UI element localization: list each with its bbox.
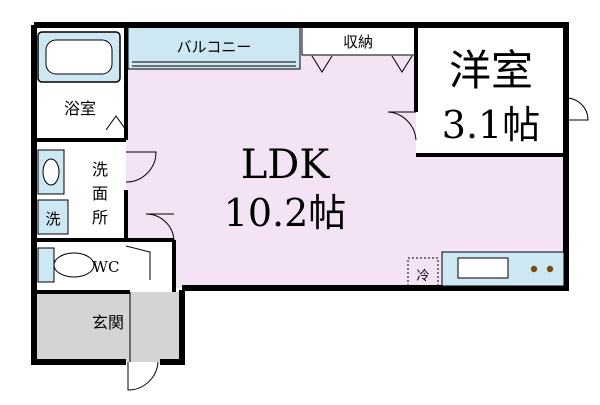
- western-room-floor: [416, 25, 566, 155]
- washroom-label-char: 面: [92, 184, 108, 203]
- ldk-name: LDK: [241, 142, 331, 188]
- washroom-door: [125, 151, 157, 183]
- storage-area: [301, 26, 417, 56]
- interior-walls: [34, 25, 176, 294]
- wc-label: WC: [93, 258, 120, 276]
- washer-label: 洗: [45, 210, 60, 228]
- entrance-door: [127, 361, 159, 391]
- storage-label: 収納: [343, 33, 373, 51]
- western-room-walls: [414, 25, 566, 157]
- wc-to-ldk-door: [145, 213, 175, 241]
- western-room-window: [565, 97, 589, 121]
- washroom-label-char: 洗: [92, 160, 108, 179]
- toilet-bowl: [53, 252, 95, 278]
- washroom-label-char: 所: [92, 208, 108, 227]
- fridge-label: 冷: [416, 269, 429, 284]
- ldk-size: 10.2帖: [224, 191, 347, 235]
- bathtub-inner: [45, 39, 113, 75]
- kitchen-sink: [457, 257, 509, 279]
- balcony-label: バルコニー: [177, 38, 252, 56]
- western-room-size: 3.1帖: [442, 103, 540, 147]
- western-room-name: 洋室: [449, 46, 533, 95]
- entrance-floor: [34, 292, 182, 362]
- bath-label: 浴室: [64, 99, 96, 118]
- western-room-door: [387, 111, 417, 141]
- washing-machine: [37, 199, 69, 235]
- toilet-tank: [37, 247, 55, 283]
- fridge-space: [407, 257, 439, 287]
- stove-burner: [546, 265, 554, 273]
- washbasin-bowl: [42, 158, 60, 186]
- wc-door: [125, 245, 151, 280]
- storage-door: [311, 55, 413, 73]
- stove-burner: [530, 265, 538, 273]
- entrance-label: 玄関: [92, 313, 124, 332]
- bath-door: [105, 115, 127, 131]
